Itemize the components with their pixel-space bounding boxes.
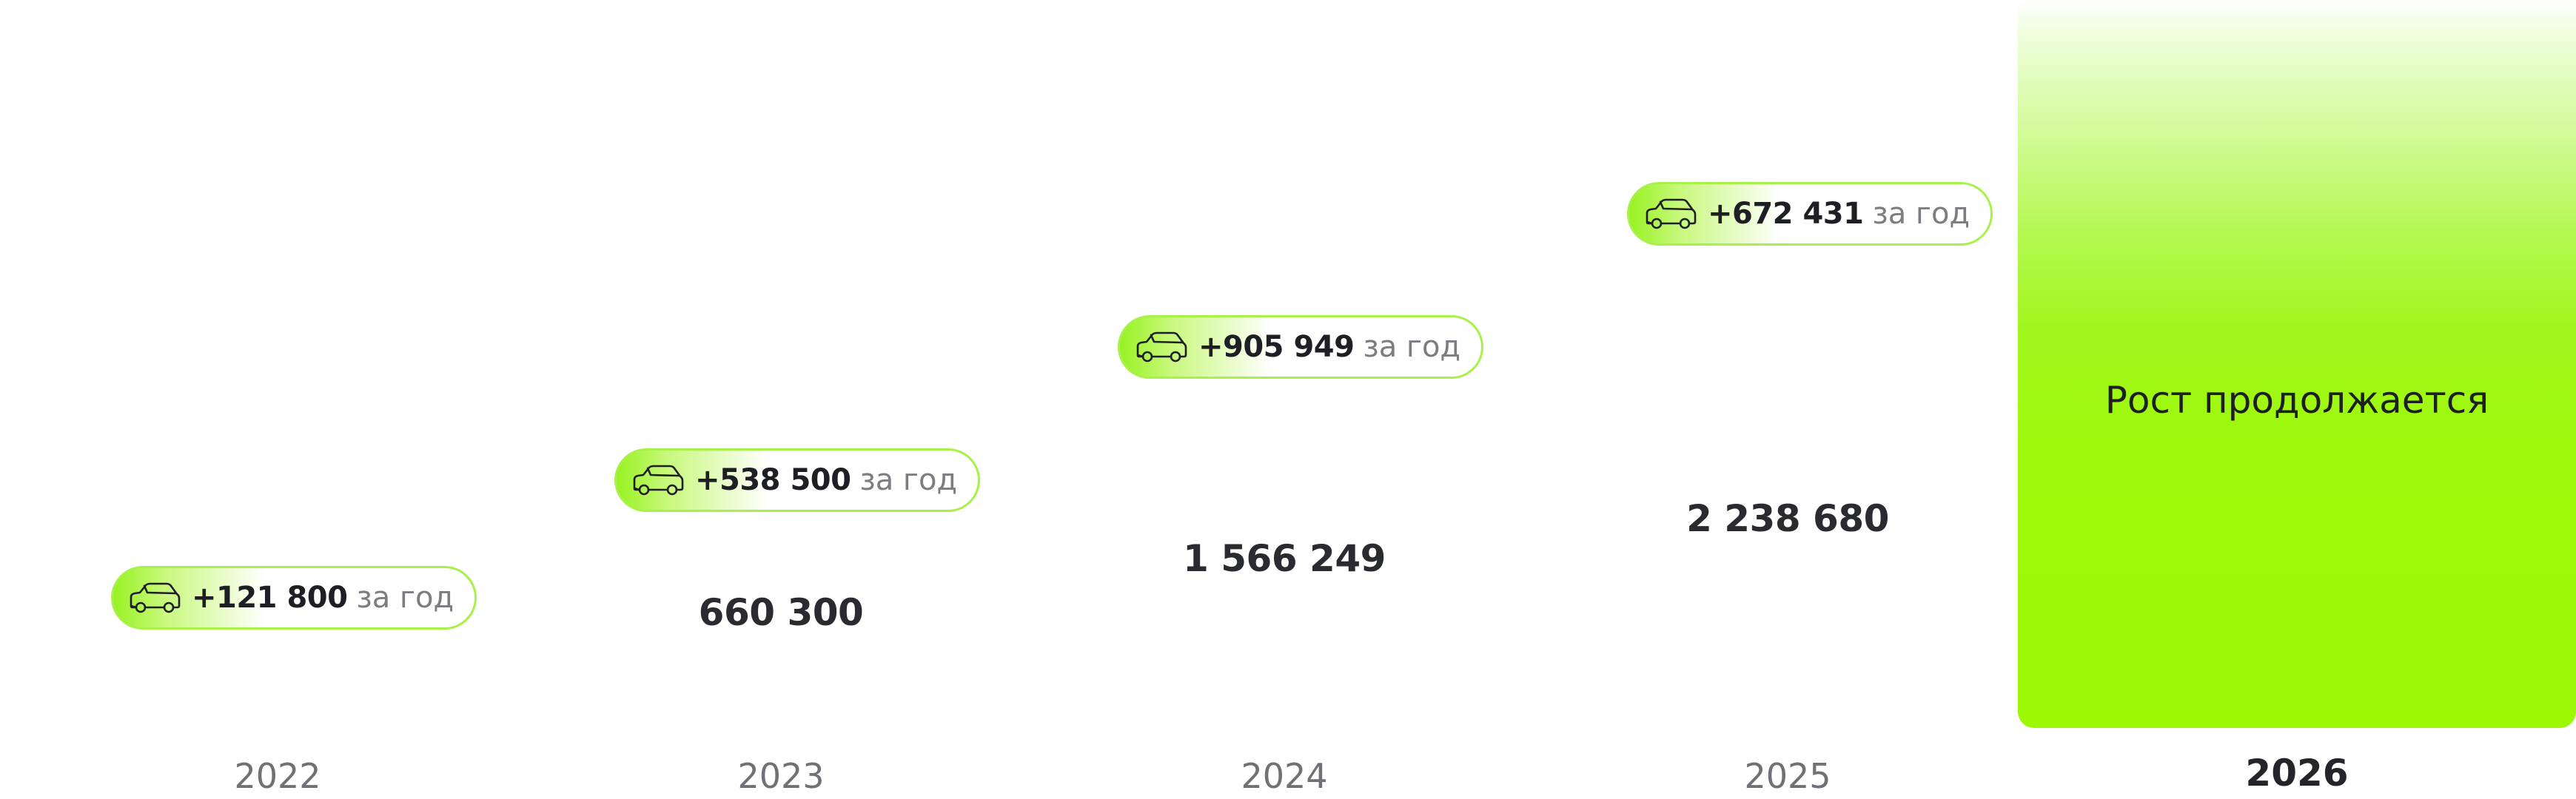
increment-value: +121 800 [192,581,348,615]
increment-unit: за год [356,581,455,615]
car-icon [1136,331,1187,363]
increment-value: +672 431 [1708,197,1864,231]
future-growth-label: Рост продолжается [2104,379,2489,422]
year-tick-label: 2024 [1241,756,1328,796]
car-icon [633,465,684,496]
total-value-label: 1 566 249 [1183,537,1386,581]
total-value-label: 660 300 [698,590,864,634]
increment-value: +905 949 [1198,330,1355,364]
increment-unit: за год [1363,330,1461,364]
car-icon [130,582,181,613]
year-tick-label: 2023 [737,756,825,796]
increment-unit: за год [1872,197,1970,231]
year-tick-label: 2025 [1744,756,1831,796]
increment-unit: за год [859,463,958,497]
year-tick-label: 2026 [2245,752,2349,795]
year-tick-label: 2022 [234,756,321,796]
total-value-label: 2 238 680 [1686,497,1889,540]
car-icon [1646,198,1697,229]
increment-value: +538 500 [695,463,851,497]
future-growth-panel: Рост продолжается [2018,0,2576,728]
